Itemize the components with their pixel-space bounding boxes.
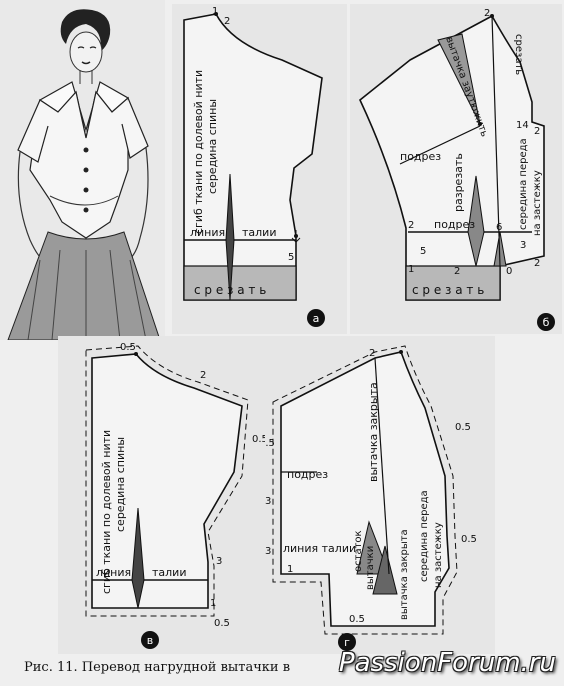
point-g-3: 3 [265,496,271,507]
waist-label-g: линия талии [283,542,356,555]
sa-right-v: 0.5 [252,434,268,445]
pattern-panel-v: в сгиб ткани по долевой нити середина сп… [58,336,273,654]
point-b-3: 3 [520,240,526,251]
sa-bottom-v: 0.5 [214,618,230,629]
waist-label-2: талии [242,226,276,239]
point-b-2d: 2 [408,220,414,231]
point-v-2: 2 [200,370,206,381]
figure-caption: Рис. 11. Перевод нагрудной вытачки в [24,660,290,675]
waist-label-1: линия [190,226,225,239]
panel-letter-b: б [543,316,550,329]
front-center-label: середина переда [518,138,529,230]
point-b-2b: 2 [534,126,540,137]
panel-letter-g: г [344,636,350,649]
caption-text: Рис. 11. Перевод нагрудной вытачки в [24,660,291,675]
darts-label: вытачки [365,546,376,590]
fastener-label: на застежку [532,170,543,236]
point-b-5: 5 [420,246,426,257]
site-watermark: PassionForum.ru [338,648,556,678]
dart-closed-label: вытачка закрыта [367,382,380,482]
point-b-2c: 2 [454,266,460,277]
point-b-0: 0 [506,266,512,277]
waist-slash-label: подрез [434,218,475,231]
back-center-label: середина спины [206,99,219,194]
panel-letter-v: в [147,634,153,647]
point-2: 2 [224,16,230,27]
front-center-label-g: середина переда [419,490,430,582]
remainder-label: остаток [353,530,364,572]
point-v-3: 3 [216,556,222,567]
point-b-1: 1 [408,264,414,275]
point-1: 1 [212,6,218,17]
panel-letter-a: а [313,312,320,325]
front-bodice-pattern-g: г вытачка закрыта подрез остаток вытачки… [265,345,477,651]
point-5: 5 [288,252,294,263]
waist-label-v-2: талии [152,566,186,579]
back-center-label-v: середина спины [114,437,127,532]
cut-off-top-label: срезать [513,34,524,75]
sa-left-g: 0.5 [265,438,275,449]
fold-grain-label-v: сгиб ткани по долевой нити [100,430,113,594]
cut-off-label-b: с р е з а т ь [412,283,484,297]
point-g-3b: 3 [265,546,271,557]
back-bodice-pattern-v: в сгиб ткани по долевой нити середина сп… [85,342,268,649]
point-b-6: 6 [496,222,502,233]
point-g-2: 2 [369,348,375,359]
point-b-14: 14 [516,120,529,131]
sa-top-v: 0.5 [120,342,136,353]
cut-along-label: разрезать [452,153,465,212]
waist-label-v-1: линия [96,566,131,579]
pattern-panel-b: б вытачка заутюжить срезать подрез разре… [350,4,562,334]
fastener-label-g: на застежку [433,522,444,588]
back-bodice-pattern-a: а сгиб ткани по долевой нити середина сп… [183,6,325,327]
slash-label-g: подрез [287,468,328,481]
sa-top-g: 0.5 [461,534,477,545]
pattern-panel-g: г вытачка закрыта подрез остаток вытачки… [265,336,495,654]
point-v-1: 1 [210,598,216,609]
point-g-1: 1 [287,564,293,575]
woman-figure-drawing [7,9,161,340]
cut-off-label: с р е з а т ь [194,283,266,297]
sa-right-g: 0.5 [455,422,471,433]
dart-closed-label-2: вытачка закрыта [399,529,410,620]
sa-bottom-g: 0.5 [349,614,365,625]
slash-label: подрез [400,150,441,163]
fashion-illustration [0,0,165,340]
point-b-2: 2 [484,8,490,19]
fold-grain-label: сгиб ткани по долевой нити [192,70,205,234]
pattern-panel-a: а сгиб ткани по долевой нити середина сп… [172,4,347,334]
front-bodice-pattern-b: б вытачка заутюжить срезать подрез разре… [359,8,555,331]
point-b-2e: 2 [534,258,540,269]
